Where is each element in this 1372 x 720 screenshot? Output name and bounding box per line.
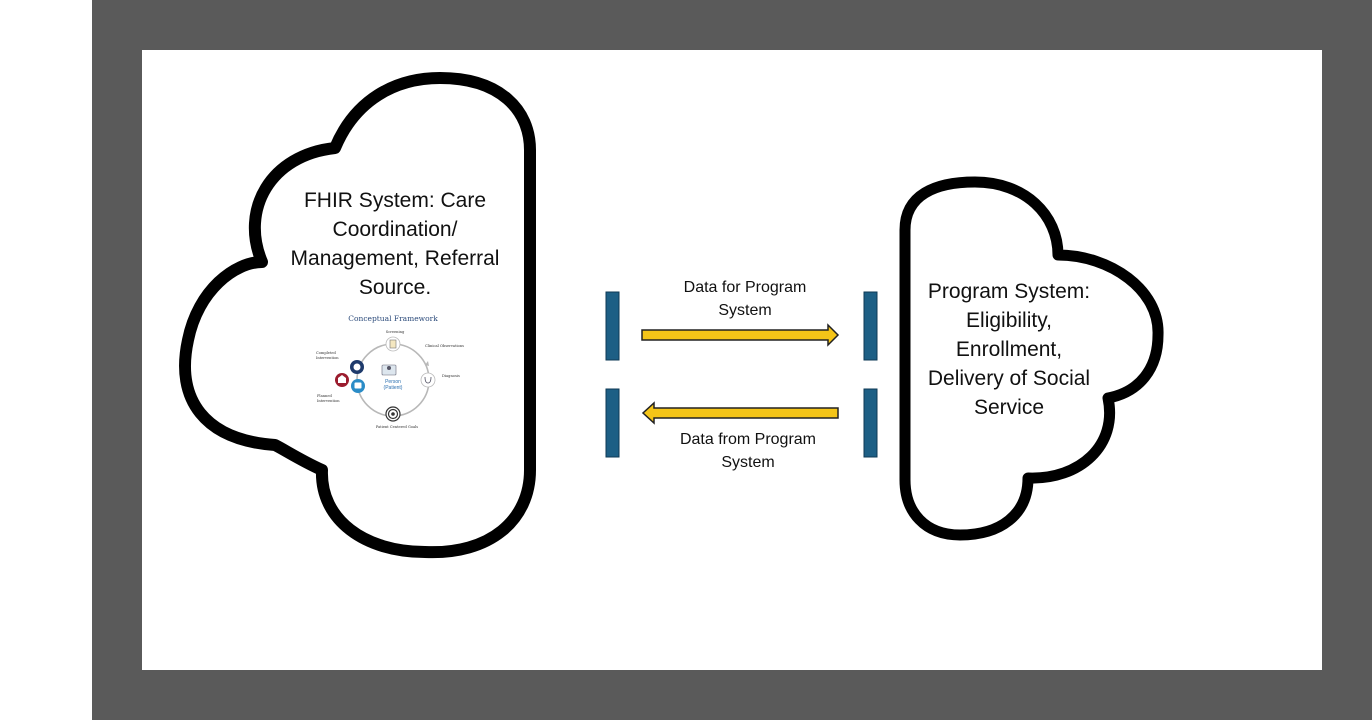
arrow-label-line: System xyxy=(721,454,775,471)
framework-label-diagnosis: Diagnosis xyxy=(442,374,460,378)
fhir-title-line: Management, Referral xyxy=(290,247,500,270)
data-for-program-label: Data for Program System xyxy=(645,276,845,322)
program-title-line: Delivery of Social xyxy=(927,367,1091,390)
conceptual-framework-figure: Conceptual Framework Screening Clinical … xyxy=(316,314,464,429)
framework-label-goals: Patient Centered Goals xyxy=(376,425,418,429)
framework-center-label: (Patient) xyxy=(384,385,403,391)
person-patient-icon xyxy=(381,364,397,376)
stethoscope-icon xyxy=(420,372,436,388)
arrow-label-line: Data for Program xyxy=(683,279,807,296)
right-interface-bar-bottom xyxy=(863,388,878,458)
housing-icon xyxy=(335,373,349,387)
arrow-left-from-program xyxy=(641,401,839,425)
program-title-line: Enrollment, xyxy=(955,338,1063,361)
target-goal-icon xyxy=(385,406,401,422)
framework-label-completed: Completed xyxy=(316,351,336,355)
framework-title: Conceptual Framework xyxy=(348,314,438,323)
program-system-title: Program System: Eligibility, Enrollment,… xyxy=(914,277,1104,422)
framework-label-screening: Screening xyxy=(386,330,405,334)
program-system-cloud xyxy=(899,176,1164,541)
program-title-line: Eligibility, xyxy=(966,309,1052,332)
framework-label-clinical: Clinical Observations xyxy=(425,344,464,348)
arrow-right-to-program xyxy=(641,323,840,347)
food-plate-icon xyxy=(350,360,364,374)
screening-clipboard-icon xyxy=(385,336,401,352)
left-interface-bar-bottom xyxy=(605,388,620,458)
right-interface-bar-top xyxy=(863,291,878,361)
program-title-line: Program System: xyxy=(927,280,1091,303)
program-title-line: Service xyxy=(973,396,1045,419)
transportation-bus-icon xyxy=(351,379,365,393)
framework-label-completed: Intervention xyxy=(316,356,339,360)
fhir-title-line: Source. xyxy=(358,276,432,299)
framework-center-label: Person xyxy=(385,379,401,385)
arrow-label-line: Data from Program xyxy=(679,431,817,448)
arrow-label-line: System xyxy=(718,302,772,319)
framework-cycle-arrow-icon xyxy=(425,361,429,366)
fhir-title-line: FHIR System: Care xyxy=(303,189,487,212)
framework-label-planned: Intervention xyxy=(317,399,340,403)
fhir-title-line: Coordination/ xyxy=(332,218,458,241)
fhir-system-title: FHIR System: Care Coordination/ Manageme… xyxy=(270,186,520,302)
left-interface-bar-top xyxy=(605,291,620,361)
fhir-system-cloud xyxy=(179,72,536,559)
data-from-program-label: Data from Program System xyxy=(648,428,848,474)
framework-label-planned: Planned xyxy=(317,394,332,398)
